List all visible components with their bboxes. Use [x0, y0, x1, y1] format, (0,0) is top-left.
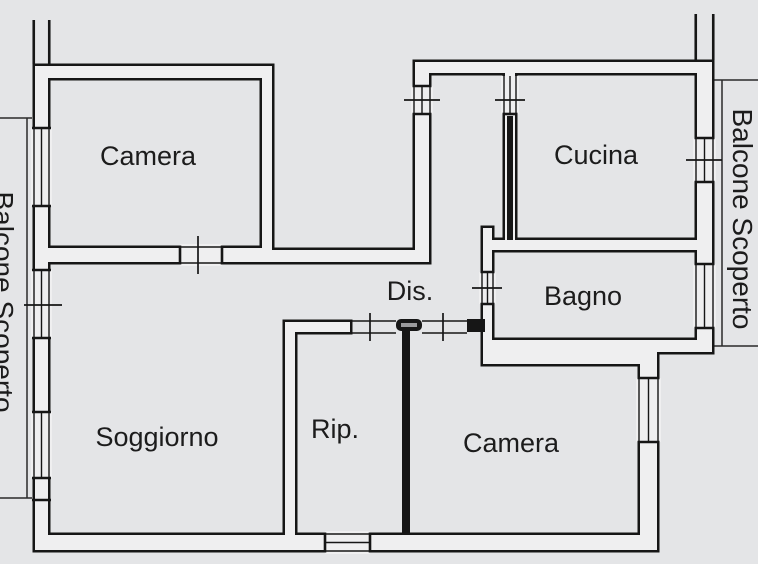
door-bagno [472, 270, 502, 306]
window-glass-lines [325, 533, 370, 552]
wall-stub-top-right [694, 14, 715, 60]
door-camera-bottom [422, 313, 467, 341]
wall-stub-top-left [32, 20, 51, 64]
window-frame-caps [694, 136, 715, 184]
window-frame-caps [32, 268, 51, 340]
balcony-left-outline [0, 117, 32, 499]
balcony-label-right: Balcone Scoperto [727, 108, 758, 329]
door-cucina [495, 76, 525, 116]
balcony-label-left: Balcone Scoperto [0, 191, 19, 412]
door-lines [422, 320, 467, 334]
window-frame-caps [32, 410, 51, 502]
window-glass-lines [638, 378, 659, 442]
room-label-camera-top: Camera [100, 141, 197, 171]
door-rip [352, 313, 396, 341]
window-camera-bottom [636, 376, 661, 444]
window-left-camera [31, 126, 52, 208]
door-jamb-rip [396, 319, 422, 331]
door-lines [180, 246, 222, 264]
window-frame-caps [412, 84, 432, 116]
window-frame-caps [32, 126, 51, 208]
window-glass-lines [33, 412, 50, 478]
room-label-soggiorno: Soggiorno [95, 422, 218, 452]
window-left-soggiorno-1 [24, 268, 62, 340]
room-label-camera-bottom: Camera [463, 428, 560, 458]
window-frame-caps [637, 376, 660, 444]
door-jamb-bagno-corner [467, 319, 485, 332]
door-lines [503, 76, 517, 114]
room-label-bagno: Bagno [544, 281, 622, 311]
window-glass-lines [695, 264, 714, 328]
wall-rip-right-solid [402, 327, 410, 535]
balcony-right-outline [714, 79, 758, 347]
wall-cucina-left-solid [507, 116, 513, 240]
window-bagno [693, 262, 716, 330]
window-left-soggiorno-2 [31, 410, 52, 502]
room-label-rip: Rip. [311, 414, 359, 444]
window-frame-caps [694, 262, 715, 330]
window-bottom-soggiorno [323, 531, 372, 554]
door-camera-top [178, 236, 224, 274]
door-frame-caps [178, 245, 224, 265]
door-frame-caps [480, 270, 495, 306]
window-glass-lines [33, 270, 50, 338]
window-cucina [686, 136, 722, 184]
room-label-cucina: Cucina [554, 140, 639, 170]
door-opening [180, 244, 222, 266]
door-jamb-core [401, 323, 417, 327]
window-frame-caps [323, 532, 372, 553]
window-dis [404, 84, 440, 116]
room-label-dis: Dis. [387, 276, 434, 306]
window-glass-lines [33, 128, 50, 206]
door-lines [352, 320, 396, 334]
